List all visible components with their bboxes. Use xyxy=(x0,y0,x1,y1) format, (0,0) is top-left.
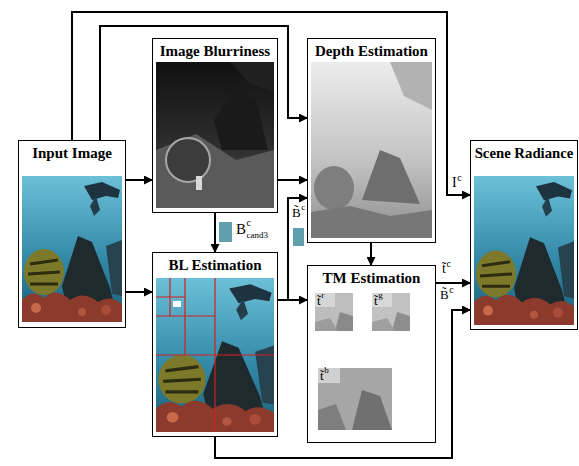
map-symbol: t̃ xyxy=(320,369,324,382)
signal-symbol: t̃ xyxy=(442,262,446,276)
blurriness-map xyxy=(156,62,274,208)
heading-row: TM Estimation xyxy=(308,266,435,287)
signal-superscript: c xyxy=(446,259,450,269)
signal-subscript: cand3 xyxy=(247,231,269,240)
scene-photo xyxy=(474,176,574,325)
process-box: TM Estimation xyxy=(307,265,436,443)
signal-symbol: I xyxy=(452,176,457,190)
map-superscript: b xyxy=(324,366,329,375)
connector-arrow xyxy=(215,310,470,458)
heading-row: BL Estimation xyxy=(153,253,277,274)
signal-superscript: c xyxy=(457,173,461,183)
connector-arrow xyxy=(126,291,152,293)
heading-row: Depth Estimation xyxy=(308,39,435,60)
connector-arrow xyxy=(214,213,216,252)
signal-square xyxy=(293,228,304,246)
input-photo xyxy=(22,176,122,322)
process-box: Depth Estimation xyxy=(307,38,436,243)
input-box: Input Image xyxy=(18,140,126,328)
bl-photo xyxy=(156,278,274,432)
box-heading: BL Estimation xyxy=(169,257,262,274)
connector-arrow xyxy=(278,299,307,301)
heading-row: Input Image xyxy=(19,141,125,162)
heading-row: Scene Radiance xyxy=(471,141,577,162)
map-symbol: t̃ xyxy=(374,294,378,307)
map-symbol: t̃ xyxy=(317,294,321,307)
process-box: BL Estimation xyxy=(152,252,278,437)
signal-square xyxy=(219,222,232,242)
map-superscript: g xyxy=(378,291,383,300)
signal-superscript: c xyxy=(247,218,251,228)
box-heading: Scene Radiance xyxy=(475,145,574,162)
connector-arrow xyxy=(100,26,307,140)
map-superscript: r xyxy=(321,291,324,300)
box-heading: Input Image xyxy=(32,145,112,162)
connector-arrow xyxy=(126,179,152,181)
signal-superscript: c xyxy=(449,285,453,295)
connector-arrow xyxy=(72,12,470,195)
box-heading: TM Estimation xyxy=(323,270,421,287)
transmission-maps xyxy=(315,293,410,430)
connector-arrow xyxy=(278,198,307,300)
connector-arrow xyxy=(436,282,470,284)
connector-arrow xyxy=(370,243,372,265)
output-box: Scene Radiance xyxy=(470,140,578,330)
signal-symbol: B̃ xyxy=(440,288,449,301)
signal-symbol: B̃ xyxy=(292,206,301,219)
connector-arrow xyxy=(278,179,307,181)
process-box: Image Blurriness xyxy=(152,38,278,213)
box-heading: Image Blurriness xyxy=(160,43,270,60)
heading-row: Image Blurriness xyxy=(153,39,277,60)
signal-superscript: c xyxy=(301,203,305,212)
depth-map xyxy=(311,62,432,238)
signal-symbol: B xyxy=(236,222,246,237)
box-heading: Depth Estimation xyxy=(315,43,428,60)
